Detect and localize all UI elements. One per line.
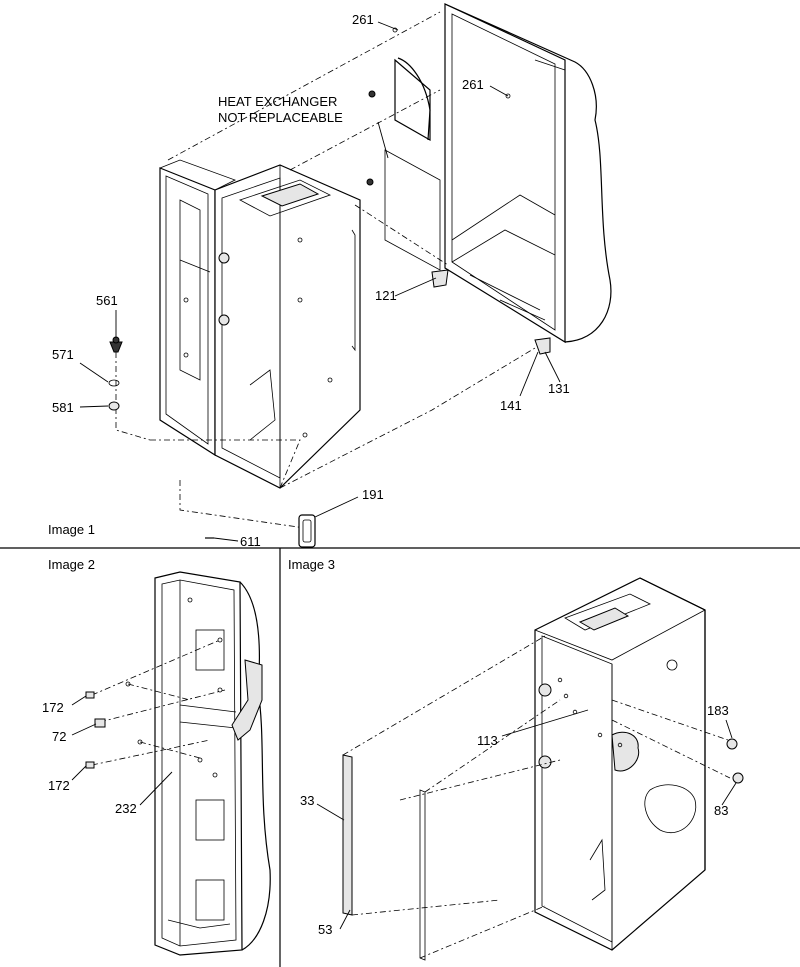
hardware-131 (534, 337, 551, 355)
image1-drawing (79, 3, 612, 548)
callout-571: 571 (52, 347, 74, 362)
callout-113: 113 (477, 733, 498, 748)
strip-53 (419, 789, 426, 961)
callout-131: 131 (548, 381, 570, 396)
callout-581: 581 (52, 400, 74, 415)
callout-53: 53 (318, 922, 333, 937)
note-line-2: NOT REPLACEABLE (218, 110, 343, 125)
callout-121: 121 (375, 288, 397, 303)
cabinet-shell (392, 3, 612, 344)
image3-drawing (316, 577, 744, 961)
callout-261-right: 261 (462, 77, 484, 92)
hardware-191 (298, 514, 316, 548)
callout-232: 232 (115, 801, 137, 816)
rail-33 (342, 754, 353, 916)
screw-172-upper (85, 691, 95, 699)
callout-172-upper: 172 (42, 700, 64, 715)
nut-183 (726, 738, 738, 750)
panel-title-image3: Image 3 (288, 557, 335, 572)
hardware-561 (109, 336, 123, 353)
bracket-72 (94, 718, 106, 728)
hardware-121 (431, 269, 449, 288)
panel-title-image1: Image 1 (48, 522, 95, 537)
callout-72: 72 (52, 729, 67, 744)
nut-83 (732, 772, 744, 784)
heat-exchanger-note: HEAT EXCHANGER NOT REPLACEABLE (218, 94, 343, 126)
screw-172-lower (85, 761, 95, 769)
panel-title-image2: Image 2 (48, 557, 95, 572)
hardware-581 (108, 401, 120, 411)
image2-drawing (71, 571, 271, 956)
hardware-571 (108, 379, 120, 387)
callout-561: 561 (96, 293, 118, 308)
callout-611: 611 (240, 534, 261, 549)
callout-83: 83 (714, 803, 729, 818)
callout-191: 191 (362, 487, 384, 502)
fresh-food-liner (214, 164, 361, 489)
freezer-liner (159, 159, 237, 457)
callout-172-lower: 172 (48, 778, 70, 793)
callout-141: 141 (500, 398, 522, 413)
heat-exchanger-panel (366, 57, 441, 271)
callout-33: 33 (300, 793, 315, 808)
callout-261-top: 261 (352, 12, 374, 27)
note-line-1: HEAT EXCHANGER (218, 94, 338, 109)
callout-183: 183 (707, 703, 729, 718)
